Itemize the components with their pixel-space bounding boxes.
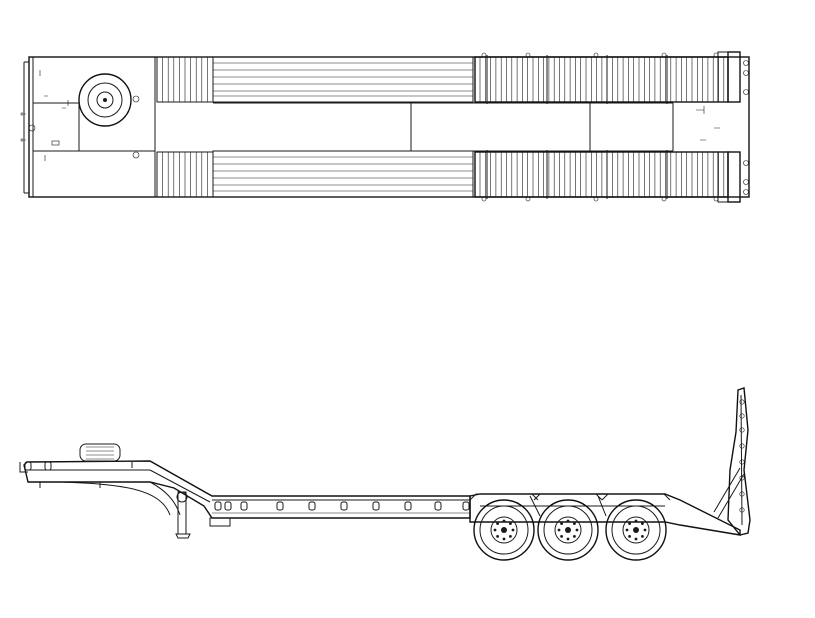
rear-ramp-right [717, 151, 749, 203]
gooseneck-deck [20, 57, 156, 197]
lug-nut [502, 537, 506, 541]
wheel [537, 499, 599, 561]
axle-center [633, 527, 639, 533]
rear-bolts [481, 52, 719, 202]
lug-nut [634, 519, 638, 523]
bolt [525, 196, 531, 202]
lug-nut [557, 528, 561, 532]
front-ribbed-blocks [156, 56, 214, 198]
wheel-rim [543, 505, 593, 555]
kingpin-plate [78, 73, 132, 127]
stake-pocket [276, 501, 284, 511]
lug-nut [560, 522, 563, 525]
wheel-hub [622, 516, 650, 544]
wheel-hub [554, 516, 582, 544]
lug-nut [628, 535, 631, 538]
axle-center [565, 527, 571, 533]
ramp-hole [739, 459, 745, 465]
lug-nut [511, 528, 515, 532]
wheel-arch [533, 493, 603, 501]
bolt [593, 196, 599, 202]
ramp-hole [739, 427, 745, 433]
wheel [473, 499, 535, 561]
ramp-holes [739, 399, 745, 513]
lug-nut [641, 535, 644, 538]
wheel [605, 499, 667, 561]
bolt [593, 52, 599, 58]
ramp-hole [739, 413, 745, 419]
wheel-arch [601, 493, 671, 501]
well-deck [212, 56, 674, 198]
deck-stake-pockets [24, 461, 470, 511]
wheel-set [469, 493, 671, 561]
lug-nut [566, 537, 570, 541]
loading-ramp [713, 387, 751, 536]
top-view [20, 51, 750, 203]
lug-nut [573, 522, 576, 525]
ramp-hole [739, 399, 745, 405]
bolt [661, 196, 667, 202]
spare-wheel [79, 443, 121, 462]
stake-pocket [462, 501, 470, 511]
bolt [713, 196, 719, 202]
lug-nut [573, 535, 576, 538]
stake-pocket [404, 501, 412, 511]
gooseneck-curve [59, 481, 171, 516]
ramp-hole [739, 475, 745, 481]
stake-pocket [224, 501, 232, 511]
stake-pocket [214, 501, 222, 511]
axle-center [501, 527, 507, 533]
stake-pocket [434, 501, 442, 511]
wheel-arch [469, 493, 539, 501]
lug-nut [625, 528, 629, 532]
stake-pocket [340, 501, 348, 511]
stake-pocket [308, 501, 316, 511]
lug-nut [628, 522, 631, 525]
wheel-rim [611, 505, 661, 555]
stake-pocket [24, 461, 32, 471]
stake-pocket [240, 501, 248, 511]
side-view [19, 387, 751, 561]
lug-nut [496, 522, 499, 525]
landing-gear [175, 491, 191, 539]
top-view-outline [28, 56, 750, 198]
lug-nut [496, 535, 499, 538]
lug-nut [493, 528, 497, 532]
deck-planks [213, 62, 473, 192]
lug-nut [634, 537, 638, 541]
lug-nut [643, 528, 647, 532]
wheel-rim [479, 505, 529, 555]
bolt [481, 196, 487, 202]
bolt [713, 52, 719, 58]
gooseneck-frame [23, 460, 471, 519]
lug-nut [566, 519, 570, 523]
lug-nut [560, 535, 563, 538]
stake-pocket [372, 501, 380, 511]
lug-nut [509, 535, 512, 538]
lug-nut [575, 528, 579, 532]
rear-ramp-left [717, 51, 749, 103]
stake-pocket [44, 461, 52, 471]
bolt [481, 52, 487, 58]
lug-nut [509, 522, 512, 525]
rear-rib-block [474, 56, 729, 103]
ramp-hole [739, 443, 745, 449]
rear-wheel-blocks [474, 55, 729, 199]
wheel-hub [490, 516, 518, 544]
ramp-hole [739, 507, 745, 513]
lug-nut [641, 522, 644, 525]
bolt [661, 52, 667, 58]
lug-nut [502, 519, 506, 523]
bolt [525, 52, 531, 58]
ramp-hole [739, 491, 745, 497]
rear-rib-block [474, 151, 729, 198]
